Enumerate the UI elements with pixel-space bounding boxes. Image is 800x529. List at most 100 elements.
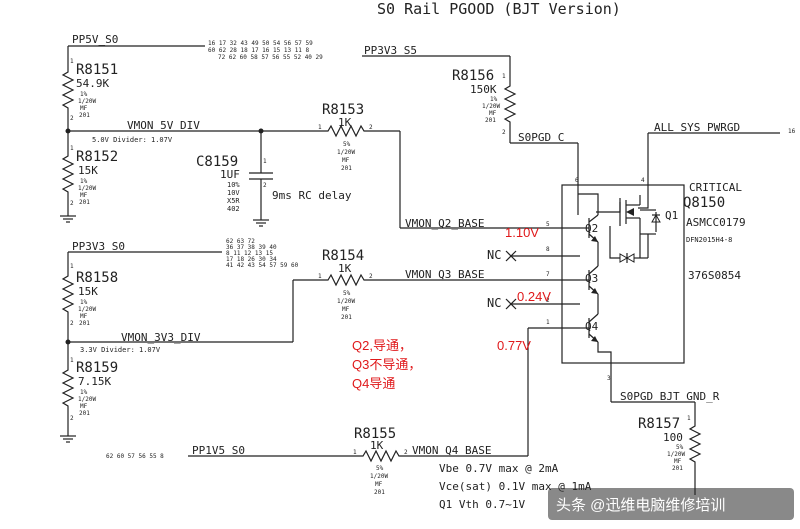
r8152-tol: 1% (80, 178, 88, 185)
resistor-r8157: 1 R8157 100 5% 1/20W MF 201 (638, 415, 702, 495)
pp3v3-s5-rail: PP3V3_S5 (362, 44, 511, 80)
net-label-pp3v3-s5: PP3V3_S5 (364, 44, 417, 57)
r8155-size: 201 (374, 489, 385, 496)
pin-3: 3 (607, 375, 611, 382)
r8154-ref: R8154 (322, 248, 364, 264)
page-refs-pp5v-b: 60 62 28 18 17 16 15 13 11 8 (208, 47, 310, 54)
c8159-tol: 10% (227, 181, 240, 189)
nc-markers: NC NC (487, 248, 580, 310)
r8158-ref: R8158 (76, 270, 118, 286)
r8151-size: 201 (79, 112, 90, 119)
r8154-size: 201 (341, 314, 352, 321)
r8157-pwr: 1/20W (667, 451, 685, 458)
annotation-v-q4: 0.77V (497, 338, 531, 353)
q8150-pkg: DFN2015H4-8 (686, 236, 732, 244)
r8158-size: 201 (79, 320, 90, 327)
annotation-q3-off: Q3不导通， (352, 357, 421, 372)
r8153-tol: 5% (343, 141, 351, 148)
r8158-tol: 1% (80, 299, 88, 306)
r8159-size: 201 (79, 410, 90, 417)
resistor-r8159: 1 2 R8159 7.15K 1% 1/20W MF 201 (61, 342, 118, 436)
r8155-tol: 5% (376, 465, 384, 472)
r8151-ref: R8151 (76, 62, 118, 78)
net-label-vmon-3v3-div: VMON_3V3_DIV (121, 331, 201, 344)
q8150-pn: 376S0854 (688, 269, 741, 282)
r8159-type: MF (80, 403, 88, 410)
r8157-ref: R8157 (638, 416, 680, 432)
voltage-annotations: 1.10V 0.24V 0.77V Q2,导通， Q3不导通， Q4导通 (352, 225, 551, 391)
r8152-type: MF (80, 192, 88, 199)
divider-3v3-note: 3.3V Divider: 1.07V (80, 346, 161, 354)
svg-text:1: 1 (318, 273, 322, 280)
watermark: 头条 @迅维电脑维修培训 (548, 488, 794, 520)
pin-4: 4 (641, 177, 645, 184)
page-refs-pp3v3-b: 36 37 38 39 40 (226, 244, 277, 251)
spec-vbe: Vbe 0.7V max @ 2mA (439, 462, 559, 475)
r8153-pwr: 1/20W (337, 149, 355, 156)
annotation-v-q2: 1.10V (505, 225, 539, 240)
page-refs-pp3v3-c: 8 11 12 13 15 (226, 250, 273, 257)
c8159-size: 402 (227, 205, 240, 213)
svg-text:2: 2 (70, 200, 74, 207)
ground-symbol-2 (60, 435, 76, 443)
c8159-ref: C8159 (196, 154, 238, 170)
net-label-pp5v: PP5V_S0 (72, 33, 118, 46)
r8157-type: MF (674, 458, 682, 465)
svg-text:1: 1 (353, 449, 357, 456)
r8155-type: MF (375, 481, 383, 488)
pp1v5-rail: 62 60 57 56 55 8 PP1V5_S0 (106, 444, 355, 460)
resistor-r8155: 1 2 R8155 1K 5% 1/20W MF 201 VMON_Q4_BAS… (353, 327, 580, 496)
svg-text:2: 2 (369, 273, 373, 280)
svg-text:1: 1 (70, 357, 74, 364)
svg-text:2: 2 (404, 449, 408, 456)
r8156-tol: 1% (490, 96, 498, 103)
pin-1: 1 (546, 319, 550, 326)
c8159-volt: 10V (227, 189, 240, 197)
vmon-5v-div-net: VMON_5V_DIV 5.0V Divider: 1.07V (65, 119, 320, 144)
r8157-size: 201 (672, 465, 683, 472)
svg-text:1: 1 (70, 145, 74, 152)
svg-text:1: 1 (70, 263, 74, 270)
vmon-q2-base-net: VMON_Q2_BASE (400, 217, 580, 230)
pin-6: 6 (575, 177, 579, 184)
q8150-critical: CRITICAL (689, 181, 742, 194)
c8159-diel: X5R (227, 197, 240, 205)
pp5v-rail: PP5V_S0 16 17 32 43 49 50 54 56 57 59 60… (67, 33, 323, 64)
pin-2: 2 (546, 297, 550, 304)
pin-5: 5 (546, 221, 550, 228)
q8150-ref: Q8150 (683, 195, 725, 211)
r8157-value: 100 (663, 431, 683, 444)
r8152-size: 201 (79, 199, 90, 206)
net-label-vmon-q4-base: VMON_Q4_BASE (412, 444, 491, 457)
svg-text:2: 2 (70, 415, 74, 422)
r8156-ref: R8156 (452, 68, 494, 84)
q2-label: Q2 (585, 222, 598, 235)
svg-text:2: 2 (70, 320, 74, 327)
r8154-type: MF (342, 306, 350, 313)
pin-7: 7 (546, 271, 550, 278)
page-refs-pp1v5: 62 60 57 56 55 8 (106, 453, 164, 460)
r8158-type: MF (80, 313, 88, 320)
svg-text:2: 2 (369, 124, 373, 131)
net-label-pp1v5: PP1V5_S0 (192, 444, 245, 457)
annotation-v-q3: 0.24V (517, 289, 551, 304)
svg-text:2: 2 (70, 115, 74, 122)
page-refs-pp3v3-e: 41 42 43 54 57 59 60 (226, 262, 299, 269)
watermark-text: 头条 @迅维电脑维修培训 (556, 497, 725, 514)
r8151-tol: 1% (80, 91, 88, 98)
r8157-tol: 5% (676, 444, 684, 451)
r8154-tol: 5% (343, 290, 351, 297)
page-refs-pp5v-c: 72 62 60 58 57 56 55 52 40 29 (218, 54, 323, 61)
divider-5v-note: 5.0V Divider: 1.07V (92, 136, 173, 144)
svg-text:1: 1 (263, 158, 267, 165)
page-refs-pp3v3-a: 62 63 72 (226, 238, 255, 245)
r8153-size: 201 (341, 165, 352, 172)
net-label-all-sys-pwrgd: ALL_SYS_PWRGD (654, 121, 740, 134)
svg-text:1: 1 (70, 58, 74, 65)
page-refs-all-sys: 16 (788, 128, 796, 135)
r8155-value: 1K (370, 439, 384, 452)
r8152-pwr: 1/20W (78, 185, 96, 192)
spec-vth: Q1 Vth 0.7~1V (439, 498, 525, 511)
nc-label-2: NC (487, 296, 501, 310)
